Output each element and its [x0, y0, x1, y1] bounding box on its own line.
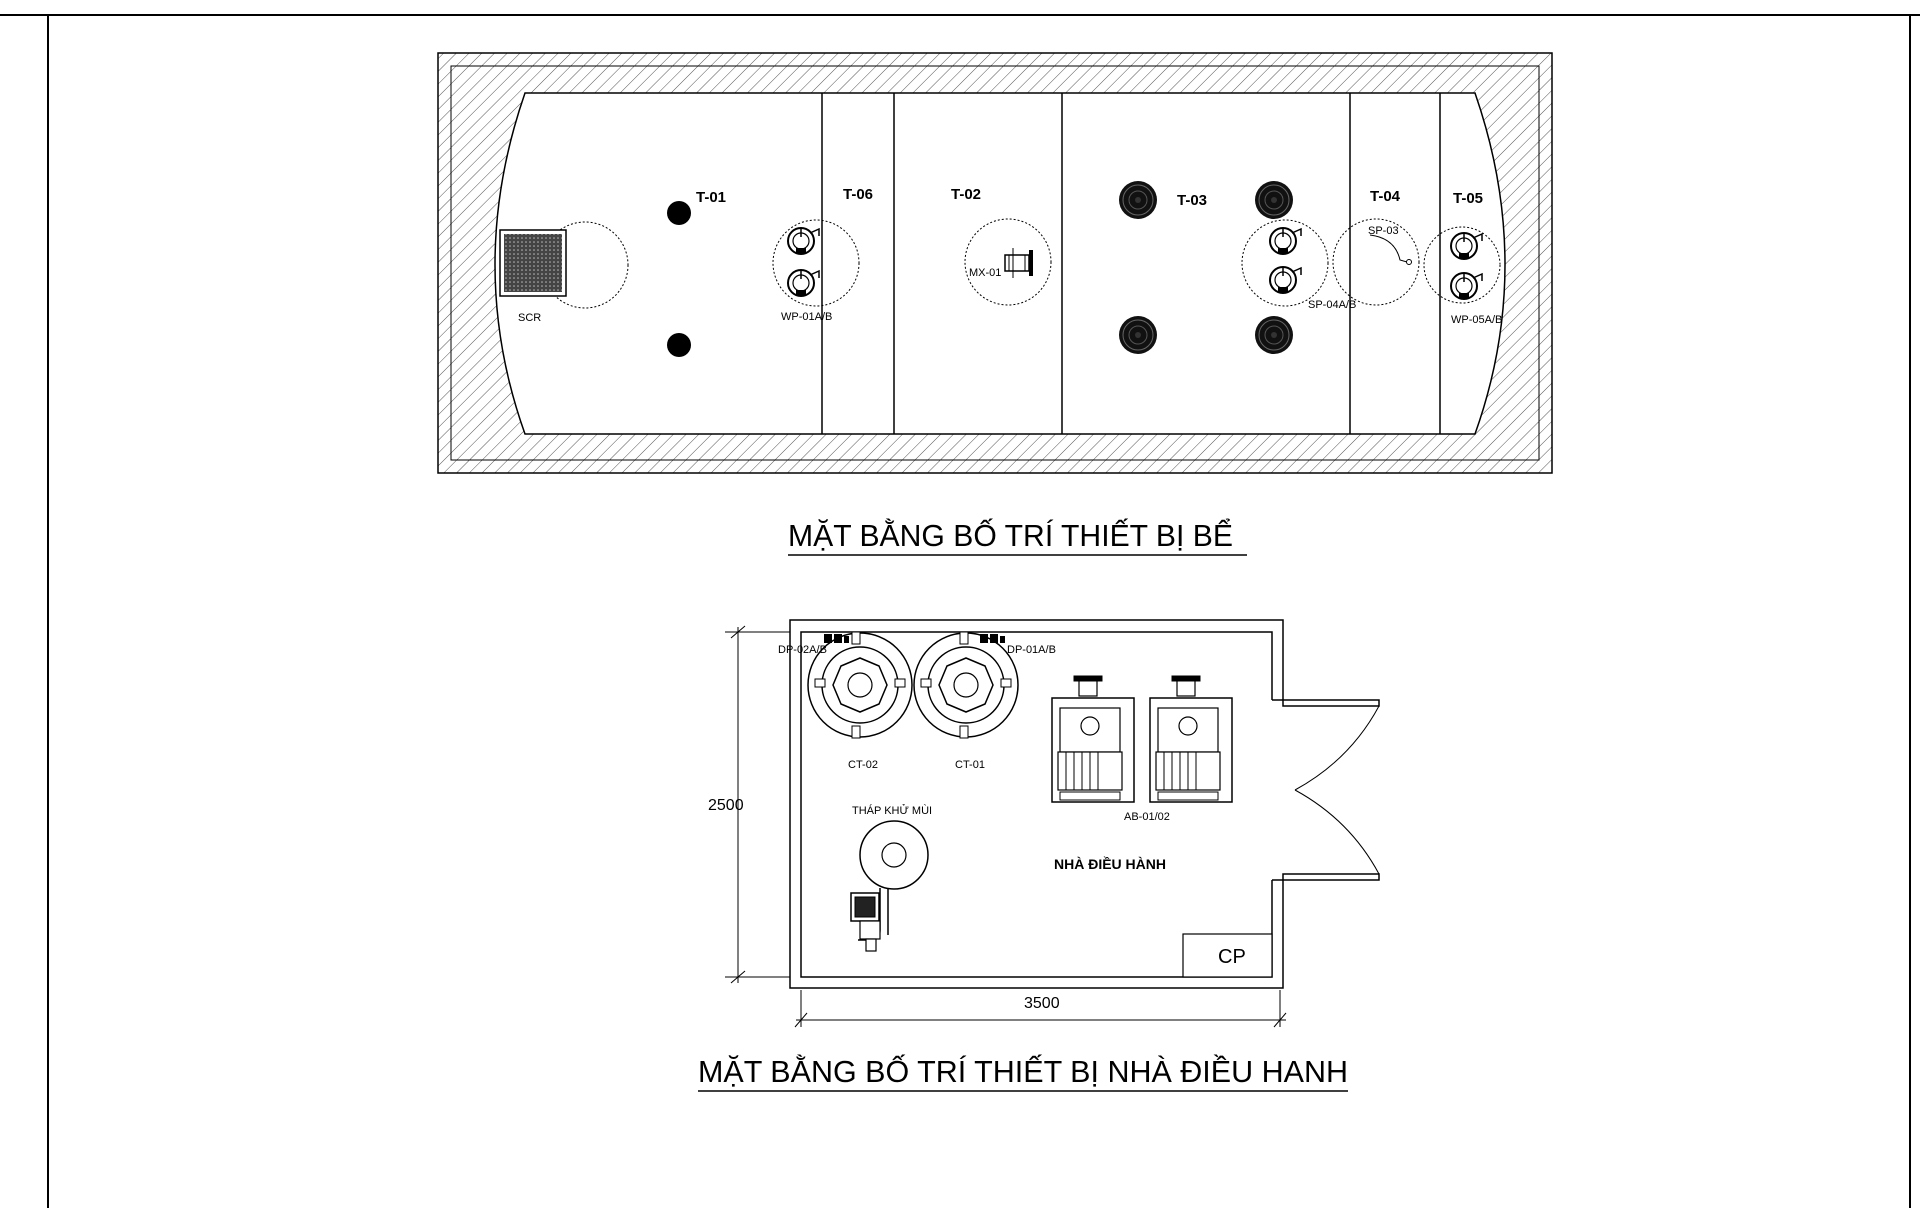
- aerator: [1254, 315, 1294, 355]
- bar-screen: [499, 221, 629, 309]
- sp04-label: SP-04A/B: [1308, 299, 1356, 311]
- dp01-label: DP-01A/B: [1007, 644, 1056, 656]
- aeration-dot: [667, 201, 691, 225]
- tank-plan-title: MẶT BẰNG BỐ TRÍ THIẾT BỊ BỂ: [788, 517, 1233, 553]
- aerator: [1118, 180, 1158, 220]
- dimension-horizontal: [794, 990, 1287, 1028]
- pump-group-sp04: [1241, 219, 1329, 307]
- tank-label-t02: T-02: [951, 186, 981, 203]
- ct01-label: CT-01: [955, 759, 985, 771]
- ab-label: AB-01/02: [1124, 811, 1170, 823]
- odor-tower: [850, 820, 929, 952]
- tank-label-t03: T-03: [1177, 192, 1207, 209]
- room-label: NHÀ ĐIỀU HÀNH: [1054, 856, 1166, 872]
- aerator: [1118, 315, 1158, 355]
- chem-tank-ct01: [913, 631, 1019, 739]
- pump-group-wp01: [772, 219, 860, 307]
- pump-group-wp05: [1423, 226, 1501, 304]
- dosing-pump-dp02: [824, 634, 849, 643]
- tank-partitions: [821, 93, 1441, 434]
- wp05-label: WP-05A/B: [1451, 314, 1502, 326]
- cp-label: CP: [1218, 946, 1246, 968]
- dim-height-text: 2500: [708, 797, 744, 814]
- aeration-dot: [667, 333, 691, 357]
- air-blower-2: [1149, 675, 1233, 803]
- chem-tank-ct02: [807, 631, 913, 739]
- dp02-label: DP-02A/B: [778, 644, 827, 656]
- wp01-label: WP-01A/B: [781, 311, 832, 323]
- odor-tower-label: THÁP KHỬ MÙI: [852, 804, 932, 817]
- mixer-mx01: [964, 218, 1052, 306]
- sheet-border: [0, 14, 1920, 1208]
- sp03-label: SP-03: [1368, 225, 1399, 237]
- control-house-plan: DP-02A/B DP-01A/B CT-02 CT-01: [708, 619, 1380, 1028]
- air-blower-1: [1051, 675, 1135, 803]
- tank-label-t04: T-04: [1370, 188, 1401, 205]
- tank-label-t06: T-06: [843, 186, 873, 203]
- mx01-label: MX-01: [969, 267, 1001, 279]
- pump-sp03: [1332, 218, 1420, 306]
- tank-label-t05: T-05: [1453, 190, 1483, 207]
- control-house-title: MẶT BẰNG BỐ TRÍ THIẾT BỊ NHÀ ĐIỀU HANH: [698, 1053, 1348, 1089]
- control-panel-box: [1182, 933, 1273, 978]
- aerator: [1254, 180, 1294, 220]
- ct02-label: CT-02: [848, 759, 878, 771]
- dosing-pump-dp01: [980, 634, 1005, 643]
- scr-label: SCR: [518, 312, 541, 324]
- tank-inner-basin: [494, 92, 1506, 435]
- dim-width-text: 3500: [1024, 995, 1060, 1012]
- dimension-vertical: [725, 625, 790, 984]
- double-door: [1272, 699, 1380, 881]
- tank-label-t01: T-01: [696, 189, 726, 206]
- tank-plan: T-01 T-06 T-02 T-03 T-04 T-05 SCR WP-01A…: [437, 52, 1553, 474]
